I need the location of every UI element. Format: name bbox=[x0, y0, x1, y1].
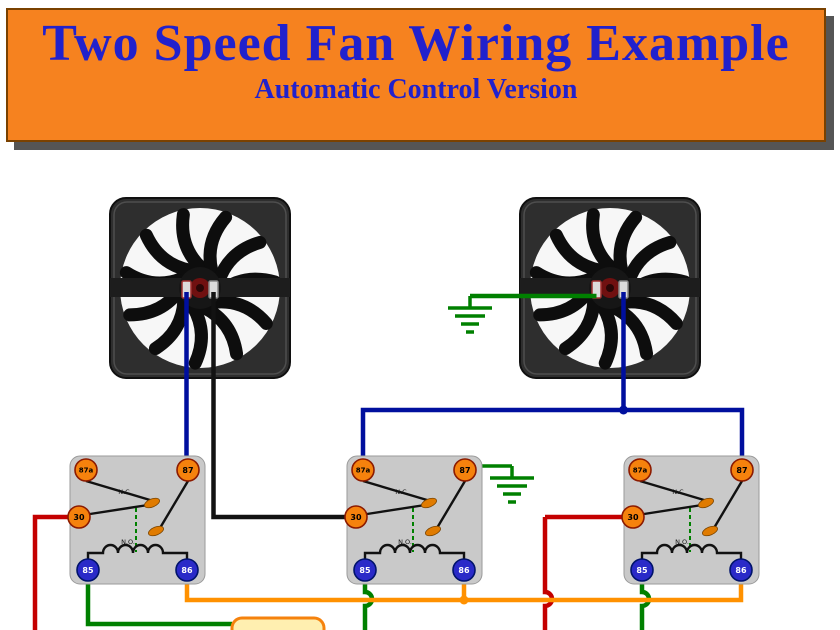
relay-1 bbox=[66, 454, 207, 586]
wire-relay2-85-down bbox=[362, 581, 375, 630]
relay-2 bbox=[343, 454, 484, 586]
wire-power-to-relay1-30 bbox=[32, 514, 68, 630]
fan-right bbox=[520, 198, 700, 378]
wire-relay1-85-down bbox=[85, 581, 232, 627]
page-title: Two Speed Fan Wiring Example bbox=[42, 15, 790, 72]
junction-dot-orange-bus bbox=[459, 595, 469, 605]
wire-relay3-85-down bbox=[639, 581, 652, 630]
wire-power-relay3-drop bbox=[542, 517, 555, 630]
wire-fan-left-to-relay2-30 bbox=[211, 292, 345, 520]
ground-2 bbox=[488, 464, 536, 504]
title-banner: Two Speed Fan Wiring Example Automatic C… bbox=[6, 8, 826, 142]
wire-blue-bus-relay2-87a-to-relay3-87 bbox=[360, 407, 745, 459]
ground-1 bbox=[446, 294, 494, 334]
junction-dot-blue-bus bbox=[619, 405, 628, 415]
controller-box bbox=[230, 616, 326, 630]
fan-left bbox=[110, 198, 290, 378]
page-subtitle: Automatic Control Version bbox=[254, 74, 578, 105]
relay-3 bbox=[620, 454, 761, 586]
